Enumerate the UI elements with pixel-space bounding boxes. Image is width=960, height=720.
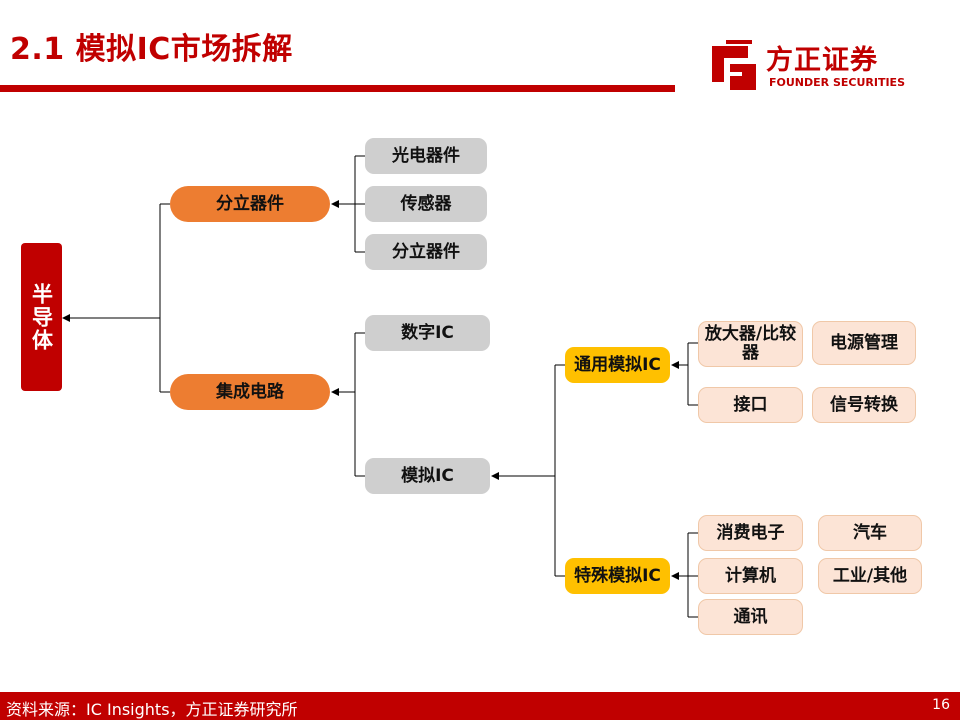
- amplifier-comparator-node: 放大器/比较器: [698, 321, 803, 367]
- sensor-node: 传感器: [365, 186, 487, 222]
- communication-node: 通讯: [698, 599, 803, 635]
- title-underline: [0, 85, 675, 92]
- footer-bar: 资料来源：IC Insights，方正证券研究所 16: [0, 692, 960, 720]
- semiconductor-label: 半导体: [29, 282, 54, 352]
- logo-name-cn: 方正证券: [766, 45, 878, 76]
- discrete-devices-node: 分立器件: [170, 186, 330, 222]
- special-analog-ic-node: 特殊模拟IC: [565, 558, 670, 594]
- general-analog-ic-node: 通用模拟IC: [565, 347, 670, 383]
- signal-conversion-node: 信号转换: [812, 387, 916, 423]
- source-note: 资料来源：IC Insights，方正证券研究所: [6, 700, 298, 719]
- computer-node: 计算机: [698, 558, 803, 594]
- page-title: 2.1 模拟IC市场拆解: [10, 32, 293, 67]
- optoelectronics-node: 光电器件: [365, 138, 487, 174]
- industrial-other-node: 工业/其他: [818, 558, 922, 594]
- logo-name-en: FOUNDER SECURITIES: [769, 76, 905, 89]
- power-management-node: 电源管理: [812, 321, 916, 365]
- automotive-node: 汽车: [818, 515, 922, 551]
- digital-ic-node: 数字IC: [365, 315, 490, 351]
- interface-node: 接口: [698, 387, 803, 423]
- page-number: 16: [932, 697, 950, 713]
- semiconductor-root-node: 半导体: [21, 243, 62, 391]
- company-logo: 方正证券 FOUNDER SECURITIES: [708, 36, 923, 96]
- analog-ic-node: 模拟IC: [365, 458, 490, 494]
- integrated-circuits-node: 集成电路: [170, 374, 330, 410]
- consumer-electronics-node: 消费电子: [698, 515, 803, 551]
- discrete-sub-node: 分立器件: [365, 234, 487, 270]
- founder-logo-icon: [712, 40, 756, 90]
